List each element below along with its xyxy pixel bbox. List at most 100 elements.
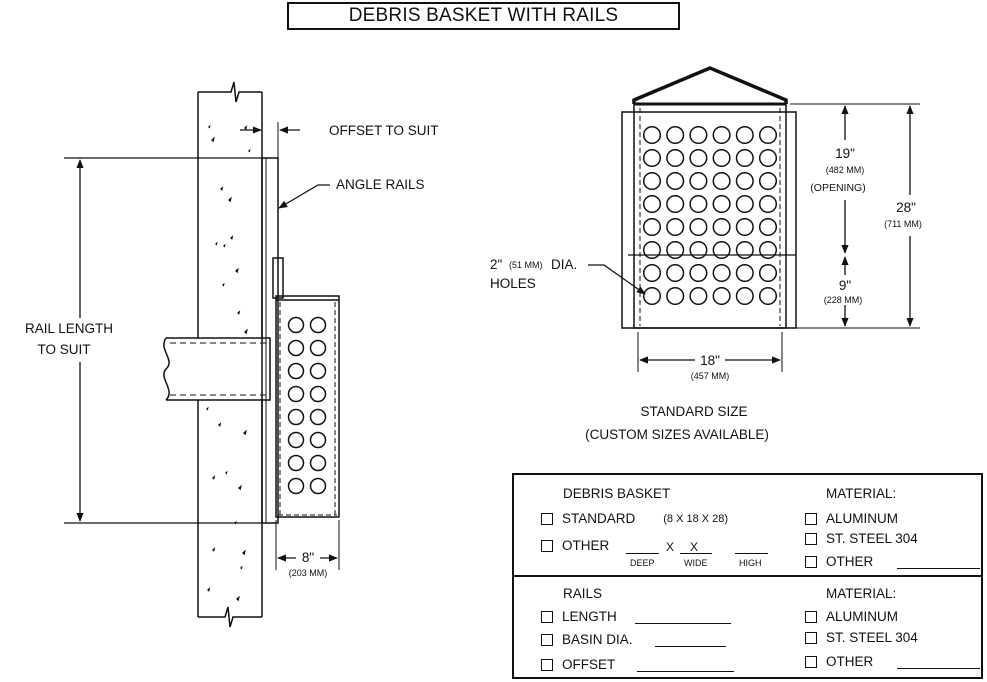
rails-aluminum-checkbox[interactable]: [805, 610, 817, 623]
basket-handle: [632, 66, 788, 104]
perforation-hole: [758, 194, 778, 214]
perforation-hole: [758, 125, 778, 145]
perforation-hole: [735, 286, 754, 306]
perforation-hole: [758, 217, 778, 237]
other-size-option[interactable]: OTHER: [541, 538, 609, 553]
standard-option[interactable]: STANDARD (8 X 18 X 28): [541, 511, 728, 526]
standard-size: (8 X 18 X 28): [663, 512, 729, 525]
basket-depth-mm: (203 MM): [288, 568, 328, 578]
aggregate-speck: [236, 595, 240, 602]
front-basket-holes: [642, 125, 778, 306]
perforation-hole: [735, 240, 754, 260]
offset-dimension: [240, 122, 300, 158]
other-size-checkbox[interactable]: [541, 539, 553, 552]
aggregate-speck: [208, 124, 211, 129]
basket-depth-value: 8": [301, 550, 315, 565]
basket-other-material-field[interactable]: [897, 554, 981, 569]
basket-aluminum-checkbox[interactable]: [805, 512, 817, 525]
wide-field[interactable]: [680, 539, 712, 554]
perforation-hole: [689, 286, 708, 306]
perforation-hole: [712, 263, 731, 283]
offset-field[interactable]: [637, 657, 735, 672]
basket-aluminum-label: ALUMINUM: [826, 511, 899, 526]
perforation-hole: [712, 148, 731, 168]
front-basket: [633, 103, 787, 329]
caption-custom-sizes: (CUSTOM SIZES AVAILABLE): [585, 427, 769, 442]
basket-other-material-checkbox[interactable]: [805, 555, 817, 568]
perforation-hole: [689, 125, 708, 145]
times-sign-2: X: [690, 540, 699, 554]
perforation-hole: [712, 217, 731, 237]
front-height-dimensions: [790, 103, 920, 329]
aggregate-speck: [218, 422, 222, 427]
holes-label-mm: (51 MM): [509, 260, 543, 270]
offset-checkbox[interactable]: [541, 658, 553, 671]
offset-option[interactable]: OFFSET: [541, 657, 735, 672]
basin-dia-option[interactable]: BASIN DIA.: [541, 632, 726, 647]
order-form: DEBRIS BASKET STANDARD (8 X 18 X 28) OTH…: [512, 473, 983, 679]
length-checkbox[interactable]: [541, 610, 553, 623]
rails-steel-label: ST. STEEL 304: [826, 630, 918, 645]
high-field[interactable]: [735, 539, 768, 554]
perforation-hole: [735, 263, 754, 283]
lower-dim-value: 9": [838, 278, 852, 293]
standard-label: STANDARD: [562, 511, 636, 526]
aggregate-speck: [207, 587, 211, 592]
perforation-hole: [309, 316, 327, 334]
times-sign-1: X: [666, 540, 675, 554]
perforation-hole: [309, 385, 327, 403]
rails-other-material-field[interactable]: [897, 654, 981, 669]
aggregate-speck: [235, 267, 239, 274]
perforation-hole: [309, 362, 327, 380]
aggregate-speck: [244, 328, 248, 335]
basket-steel-checkbox[interactable]: [805, 532, 817, 545]
perforation-hole: [287, 477, 305, 495]
perforation-hole: [735, 148, 754, 168]
holes-label-dia: DIA.: [551, 257, 578, 272]
perforation-hole: [666, 240, 685, 260]
perforation-hole: [689, 171, 708, 191]
basin-dia-label: BASIN DIA.: [562, 632, 633, 647]
basket-steel-option[interactable]: ST. STEEL 304: [805, 531, 918, 546]
perforation-hole: [642, 217, 662, 237]
perforation-hole: [666, 125, 685, 145]
high-caption: HIGH: [739, 558, 762, 568]
basket-aluminum-option[interactable]: ALUMINUM: [805, 511, 898, 526]
basin-dia-checkbox[interactable]: [541, 633, 553, 646]
holes-label-line2: HOLES: [490, 276, 536, 291]
rails-heading: RAILS: [563, 586, 603, 601]
concrete-aggregate: [206, 124, 251, 602]
perforation-hole: [309, 454, 327, 472]
perforation-hole: [735, 194, 754, 214]
aggregate-speck: [215, 241, 218, 246]
perforation-hole: [735, 217, 754, 237]
rails-steel-checkbox[interactable]: [805, 631, 817, 644]
basket-other-material-option[interactable]: OTHER: [805, 554, 981, 569]
rails-material-heading: MATERIAL:: [826, 586, 897, 601]
perforation-hole: [666, 217, 685, 237]
perforation-hole: [758, 240, 778, 260]
perforation-hole: [735, 171, 754, 191]
rails-steel-option[interactable]: ST. STEEL 304: [805, 630, 918, 645]
outlet-pipe: [163, 337, 271, 401]
perforation-hole: [642, 125, 662, 145]
aggregate-speck: [242, 549, 246, 556]
opening-dim-value: 19": [835, 146, 855, 161]
aggregate-speck: [206, 406, 209, 411]
standard-checkbox[interactable]: [541, 512, 553, 525]
deep-field[interactable]: [626, 539, 659, 554]
perforation-hole: [712, 171, 731, 191]
perforation-hole: [712, 286, 731, 306]
basin-dia-field[interactable]: [654, 632, 726, 647]
rails-other-material-option[interactable]: OTHER: [805, 654, 981, 669]
wide-caption: WIDE: [684, 558, 708, 568]
angle-rails-leader: [278, 184, 330, 209]
aggregate-speck: [237, 310, 241, 315]
aggregate-speck: [211, 136, 215, 143]
rails-other-material-checkbox[interactable]: [805, 655, 817, 668]
holes-label-inches: 2": [490, 257, 503, 272]
perforation-hole: [309, 408, 327, 426]
rails-aluminum-option[interactable]: ALUMINUM: [805, 609, 898, 624]
length-field[interactable]: [634, 609, 731, 624]
length-option[interactable]: LENGTH: [541, 609, 731, 624]
